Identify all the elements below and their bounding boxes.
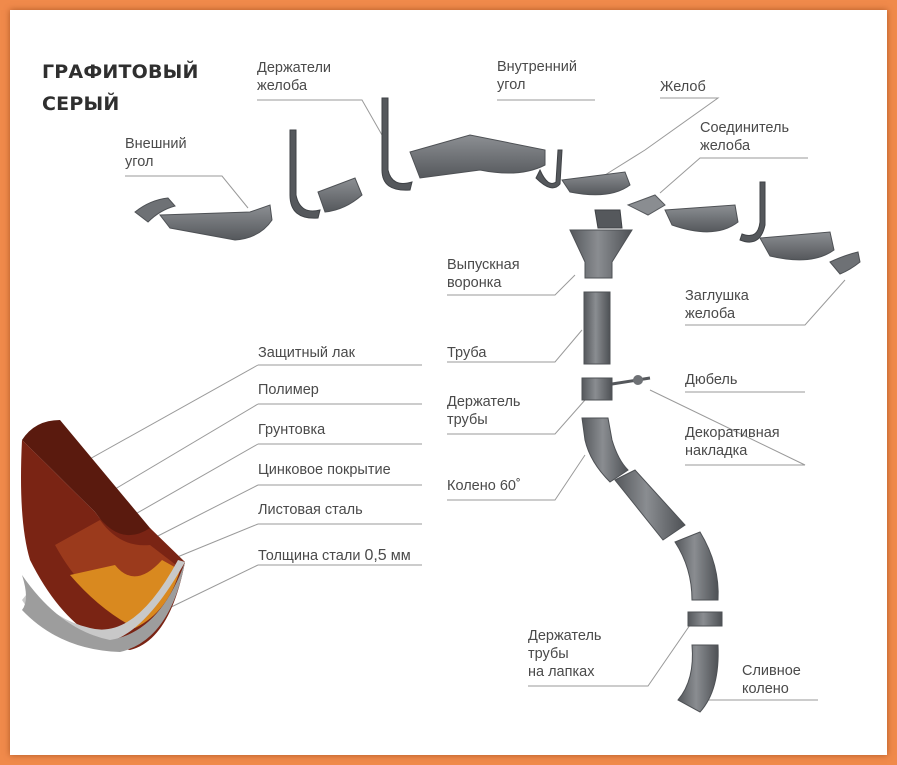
layer-steel-thickness: Толщина стали 0,5 мм xyxy=(258,547,411,564)
pipe-part xyxy=(583,291,611,365)
gutter-connector-part xyxy=(626,194,666,216)
pipe-holder-part xyxy=(581,377,613,401)
gutter-holder-2 xyxy=(381,97,413,191)
elbow-part xyxy=(581,417,629,483)
label-elbow: Колено 60˚ xyxy=(447,478,521,494)
downpipe xyxy=(569,209,723,713)
gutter-holder-4 xyxy=(739,181,766,243)
gutter-segment-2 xyxy=(561,171,631,196)
page-title: ГРАФИТОВЫЙ СЕРЫЙ xyxy=(42,61,199,115)
gutter-holder-3 xyxy=(535,149,563,189)
gutter-holder-1 xyxy=(289,129,321,219)
decorative-cover-part xyxy=(633,375,643,385)
layer-zinc-coating: Цинковое покрытие xyxy=(258,462,391,478)
gutter-segment-3 xyxy=(664,204,739,233)
layer-polymer: Полимер xyxy=(258,382,319,398)
label-pipe: Труба xyxy=(447,345,487,361)
layer-primer: Грунтовка xyxy=(258,422,326,438)
elbow-pipe-segment xyxy=(614,469,686,541)
leader-lines xyxy=(69,97,846,701)
layer-sheet-steel: Листовая сталь xyxy=(258,502,363,518)
funnel-top xyxy=(594,209,623,229)
pipe-holder-legs-part xyxy=(687,611,723,627)
gutter-cap-left xyxy=(134,197,176,223)
gutter-cap-right xyxy=(829,251,861,275)
gutter-run xyxy=(134,97,861,275)
gutter-segment-4 xyxy=(759,231,835,261)
drain-elbow-part xyxy=(677,644,719,713)
gutter-cross-section xyxy=(21,420,185,652)
outlet-funnel-part xyxy=(569,229,633,279)
inner-corner-part xyxy=(409,134,546,179)
label-dowel: Дюбель xyxy=(685,372,738,388)
outer-corner-part xyxy=(159,204,273,241)
layer-protective-lacquer: Защитный лак xyxy=(258,345,355,361)
elbow-lower xyxy=(674,531,719,601)
label-gutter: Желоб xyxy=(660,79,706,95)
gutter-segment-1 xyxy=(317,177,363,213)
dowel-part xyxy=(611,376,651,386)
